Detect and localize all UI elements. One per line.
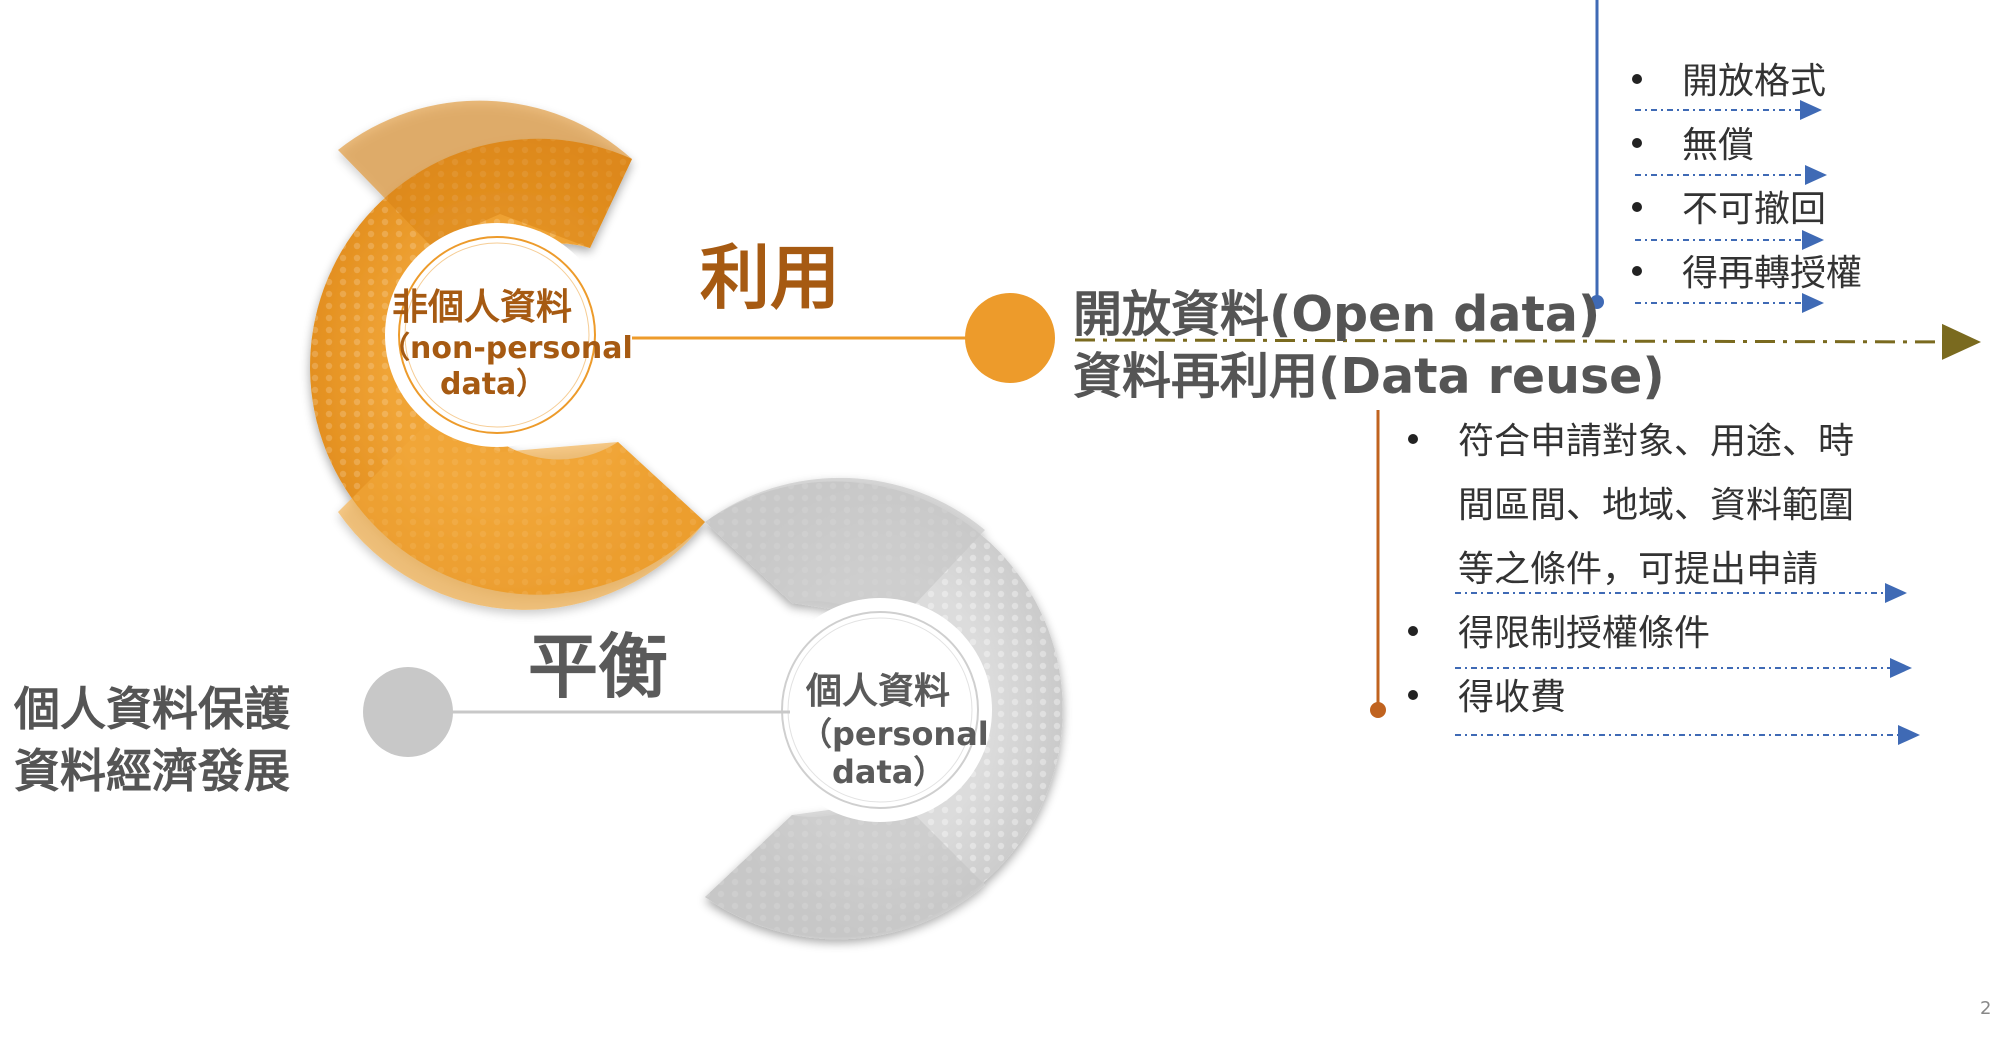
gray-segment-lower: [705, 800, 985, 940]
open-data-main-arrow: [1074, 323, 1981, 360]
list-item: 得收費: [1408, 680, 1566, 716]
goal-personal-data-protection: 個人資料保護: [14, 682, 290, 736]
reuse-feature-list: 符合申請對象、用途、時 間區間、地域、資料範圍 等之條件，可提出申請 得限制授權…: [1408, 0, 1968, 760]
list-item: 不可撤回: [1632, 192, 1826, 228]
list-item: 得限制授權條件: [1408, 616, 1710, 652]
personal-label-line1: 個人資料: [806, 671, 951, 712]
list-item: 等之條件，可提出申請: [1408, 552, 1818, 588]
list-item: 符合申請對象、用途、時: [1408, 424, 1854, 460]
reuse-feature-text: 等之條件，可提出申請: [1458, 549, 1819, 590]
reuse-feature-text: 符合申請對象、用途、時: [1458, 421, 1855, 462]
personal-label-line3: data）: [832, 753, 946, 791]
list-item: 得再轉授權: [1632, 256, 1862, 292]
personal-inner-disc: [768, 598, 992, 822]
bullet-dot: [1632, 138, 1642, 148]
goal-data-economy-development: 資料經濟發展: [14, 744, 290, 798]
open-data-feature-list: 開放格式 無償 不可撤回 得再轉授權: [1632, 0, 1932, 320]
personal-label-line2: （personal: [800, 715, 989, 753]
non-personal-label-line1: 非個人資料: [392, 287, 573, 328]
bullet-dot: [1408, 626, 1418, 636]
personal-ring: [705, 477, 1063, 940]
non-personal-label-line3: data）: [440, 367, 547, 402]
page-number: 2: [1980, 998, 1991, 1019]
open-data-feature-text: 無償: [1682, 125, 1755, 166]
open-data-feature-text: 得再轉授權: [1682, 253, 1863, 294]
balance-connector-dot: [363, 667, 453, 757]
use-connector-dot: [965, 293, 1055, 383]
open-data-feature-text: 開放格式: [1682, 61, 1827, 102]
open-data-feature-text: 不可撤回: [1682, 189, 1827, 230]
bullet-dot: [1408, 690, 1418, 700]
gray-segment-upper: [705, 477, 985, 620]
non-personal-label-line2: （non-personal: [380, 331, 633, 366]
open-data-feature-arrows: [1635, 100, 1827, 313]
list-item: 間區間、地域、資料範圍: [1408, 488, 1854, 524]
reuse-feature-text: 得限制授權條件: [1458, 613, 1711, 654]
bullet-dot: [1632, 74, 1642, 84]
non-personal-inner-disc: [385, 223, 609, 447]
orange-segment-lower: [338, 420, 705, 610]
list-item: 無償: [1632, 128, 1754, 164]
bullet-dot: [1632, 266, 1642, 276]
reuse-feature-text: 得收費: [1458, 677, 1567, 718]
balance-label: 平衡: [528, 626, 668, 708]
bullet-dot: [1408, 434, 1418, 444]
use-label: 利用: [700, 237, 840, 319]
list-item: 開放格式: [1632, 64, 1826, 100]
non-personal-ring: [310, 100, 705, 610]
orange-segment-upper: [338, 100, 632, 248]
data-reuse-title: 資料再利用(Data reuse): [1073, 348, 1665, 405]
reuse-feature-arrows: [1455, 583, 1920, 745]
bullet-dot: [1632, 202, 1642, 212]
reuse-feature-text: 間區間、地域、資料範圍: [1458, 485, 1855, 526]
open-data-title: 開放資料(Open data): [1073, 286, 1601, 343]
